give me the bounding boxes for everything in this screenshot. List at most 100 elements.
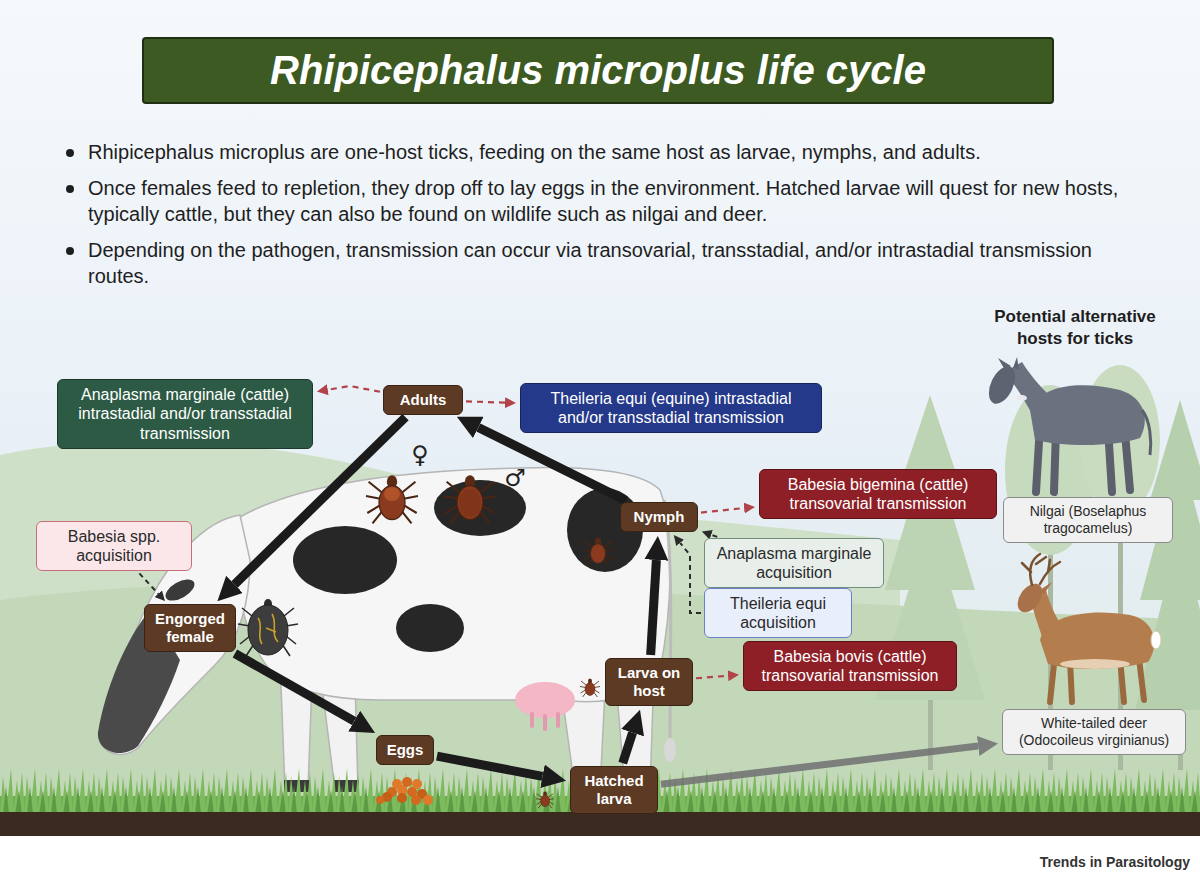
adult-female-tick: [384, 487, 400, 501]
egg-cluster: [412, 779, 422, 789]
adult-female-tick: [366, 475, 418, 523]
deer-figure: [1060, 659, 1130, 669]
engorged-tick: [248, 605, 288, 655]
egg-cluster: [376, 777, 433, 805]
pathogen-acquisition-box: Babesia spp. acquisition: [36, 521, 192, 571]
life-cycle-arrow: [437, 756, 543, 776]
node-text: Babesia bigemina (cattle) transovarial t…: [768, 475, 988, 513]
nymph-tick: [583, 538, 613, 566]
host-name-box: Nilgai (Boselaphus tragocamelus): [1003, 497, 1173, 543]
node-text: Babesia spp. acquisition: [45, 527, 183, 565]
adult-male-tick: [459, 489, 481, 517]
node-text: Nymph: [629, 508, 689, 526]
bullet-text-box: Rhipicephalus microplus are one-host tic…: [88, 139, 1138, 165]
node-text: White-tailed deer (Odocoileus virginianu…: [1011, 715, 1177, 749]
title-text: Rhipicephalus microplus life cycle: [270, 48, 926, 93]
nymph-tick: [583, 538, 613, 566]
pathogen-transmission-box: Babesia bigemina (cattle) transovarial t…: [759, 469, 997, 519]
life-stage-box: Larva on host: [605, 658, 693, 706]
bullet-dot: [66, 185, 74, 193]
pathogen-route-arrow: [466, 401, 505, 402]
life-stage-box: Engorged female: [144, 604, 236, 652]
bullet-dot: [66, 149, 74, 157]
cow-figure: [515, 682, 575, 718]
node-text: Larva on host: [614, 664, 684, 700]
host-name-box: White-tailed deer (Odocoileus virginianu…: [1002, 709, 1186, 755]
title-banner: Rhipicephalus microplus life cycle: [142, 37, 1054, 104]
deer-figure: [1151, 631, 1161, 649]
bullet-text: Once females feed to repletion, they dro…: [88, 175, 1128, 227]
cow-figure: [532, 714, 558, 729]
life-cycle-arrow: [651, 560, 657, 655]
adult-female-tick: [366, 475, 418, 523]
bullet-text-box: Once females feed to repletion, they dro…: [88, 175, 1128, 227]
section-heading-box: Potential alternative hosts for ticks: [975, 306, 1175, 350]
node-text: Hatched larva: [579, 772, 649, 808]
larva-on-host-tick: [580, 679, 600, 698]
egg-cluster: [392, 779, 402, 789]
bullet-text: Rhipicephalus microplus are one-host tic…: [88, 139, 1138, 165]
node-text: Anaplasma marginale (cattle) intrastadia…: [66, 385, 304, 443]
journal-credit-box: Trends in Parasitology: [990, 853, 1190, 871]
node-text: Nilgai (Boselaphus tragocamelus): [1012, 503, 1164, 537]
node-text: Theileria equi (equine) intrastadial and…: [529, 389, 813, 427]
pathogen-route-arrow: [328, 386, 380, 392]
cow-figure: [396, 604, 464, 652]
pathogen-acquisition-box: Anaplasma marginale acquisition: [704, 538, 884, 588]
node-text: Eggs: [385, 741, 425, 759]
hatched-larva-tick: [536, 791, 554, 808]
adult-male-tick: [444, 475, 496, 523]
life-stage-box: Adults: [383, 385, 463, 415]
journal-credit: Trends in Parasitology: [990, 853, 1190, 871]
cow-figure: [664, 738, 676, 762]
engorged-tick: [238, 599, 298, 656]
deer-figure: [1022, 554, 1060, 585]
section-heading: Potential alternative hosts for ticks: [975, 306, 1175, 350]
node-text: Babesia bovis (cattle) transovarial tran…: [752, 647, 948, 685]
pathogen-route-arrow: [680, 543, 701, 613]
nilgai-figure: [984, 357, 1151, 492]
pathogen-route-arrow: [711, 535, 717, 537]
cow-figure: [162, 575, 198, 605]
cow-figure: [98, 468, 676, 792]
hatched-larva-tick: [536, 791, 554, 808]
nilgai-figure: [998, 357, 1019, 370]
nilgai-figure: [1017, 395, 1027, 401]
larva-on-host-tick: [580, 679, 600, 698]
node-text: Anaplasma marginale acquisition: [713, 544, 875, 582]
sex-symbol-box: ♀: [406, 440, 434, 471]
nilgai-figure: [984, 362, 1021, 408]
sex-symbol: ♀: [406, 440, 434, 471]
pathogen-transmission-box: Anaplasma marginale (cattle) intrastadia…: [57, 379, 313, 449]
cow-figure: [293, 526, 397, 594]
pathogen-transmission-box: Babesia bovis (cattle) transovarial tran…: [743, 641, 957, 691]
egg-cluster: [397, 793, 407, 803]
engorged-tick: [258, 614, 278, 644]
pathogen-route-arrow: [139, 573, 158, 593]
node-text: Adults: [392, 391, 454, 409]
egg-cluster: [423, 795, 433, 805]
life-cycle-arrow: [235, 653, 354, 721]
pathogen-acquisition-box: Theileria equi acquisition: [704, 588, 852, 638]
nilgai-figure: [1142, 410, 1151, 455]
pathogen-route-arrow: [661, 746, 978, 784]
background-trees: [875, 365, 1200, 770]
life-cycle-arrow: [478, 427, 626, 500]
pathogen-transmission-box: Theileria equi (equine) intrastadial and…: [520, 383, 822, 433]
egg-cluster: [402, 777, 412, 787]
life-stage-box: Nymph: [620, 502, 698, 532]
deer-figure: [1040, 582, 1052, 594]
pathogen-route-arrow: [701, 508, 744, 513]
deer-figure: [1013, 554, 1161, 702]
grass: [0, 766, 1200, 814]
sex-symbol-box: ♂: [501, 463, 529, 494]
node-text: Engorged female: [153, 610, 227, 646]
deer-figure: [1013, 579, 1048, 617]
bullet-text: Depending on the pathogen, transmission …: [88, 237, 1128, 289]
life-cycle-arrow: [623, 733, 633, 764]
egg-cluster: [376, 796, 384, 804]
egg-cluster: [411, 795, 421, 805]
soil: [0, 812, 1200, 836]
